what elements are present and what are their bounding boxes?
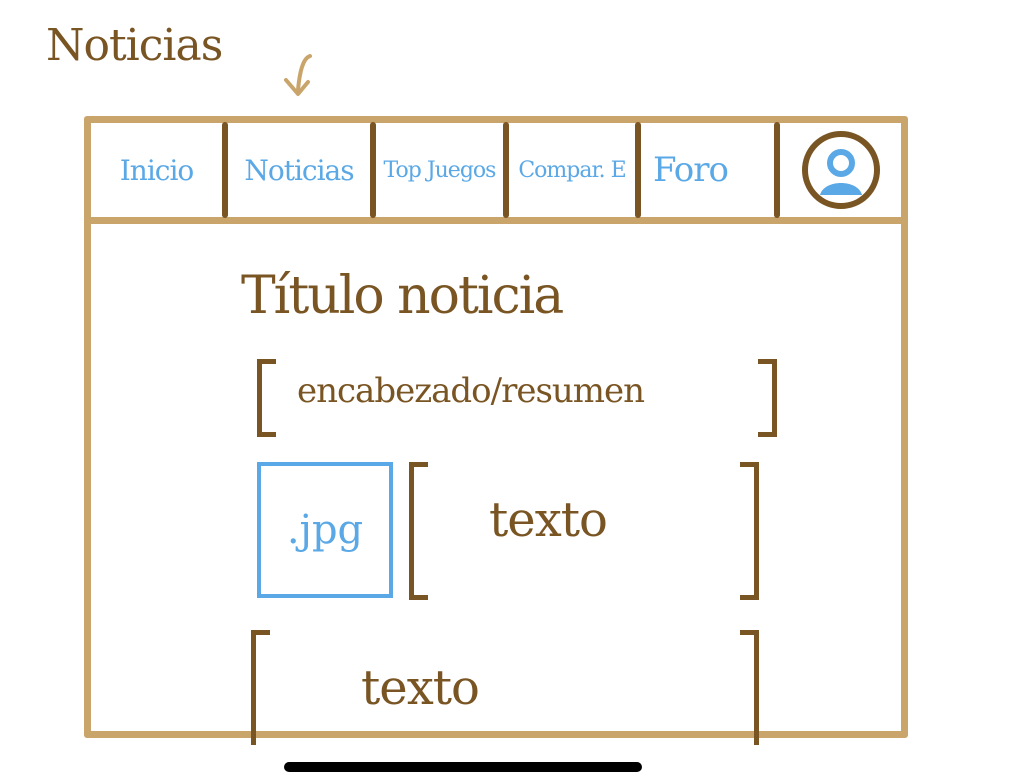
bracket [251, 630, 270, 745]
body-text: texto [489, 492, 608, 548]
nav-item-noticias[interactable]: Noticias [244, 153, 354, 187]
nav-divider [503, 122, 509, 218]
body-text: texto [361, 660, 480, 716]
bracket [409, 462, 428, 600]
bracket [740, 630, 759, 745]
nav-divider [370, 122, 376, 218]
article-text-block: texto [251, 630, 759, 745]
article-summary: encabezado/resumen [257, 359, 777, 437]
nav-item-foro[interactable]: Foro [653, 150, 729, 190]
nav-divider [222, 122, 228, 218]
nav-item-inicio[interactable]: Inicio [119, 153, 195, 187]
home-indicator [284, 762, 642, 772]
summary-text: encabezado/resumen [297, 371, 645, 411]
article-text-block: texto [409, 462, 759, 600]
nav-divider [774, 122, 780, 218]
navbar: Inicio Noticias Top Juegos Compar. E For… [91, 122, 901, 224]
user-avatar-icon [801, 131, 880, 209]
article-image: .jpg [257, 462, 393, 598]
nav-divider [635, 122, 641, 218]
bracket [257, 359, 276, 437]
page-title: Noticias [46, 20, 223, 71]
arrow-down-icon [284, 54, 312, 96]
bracket [758, 359, 777, 437]
article-title: Título noticia [241, 266, 564, 326]
page-frame: Inicio Noticias Top Juegos Compar. E For… [84, 116, 908, 745]
nav-item-comparte[interactable]: Compar. E [518, 157, 626, 183]
article: Título noticia encabezado/resumen .jpg t… [91, 224, 901, 745]
nav-item-top-juegos[interactable]: Top Juegos [383, 157, 497, 183]
bracket [740, 462, 759, 600]
image-label: .jpg [286, 507, 364, 553]
profile-button[interactable] [780, 123, 901, 217]
